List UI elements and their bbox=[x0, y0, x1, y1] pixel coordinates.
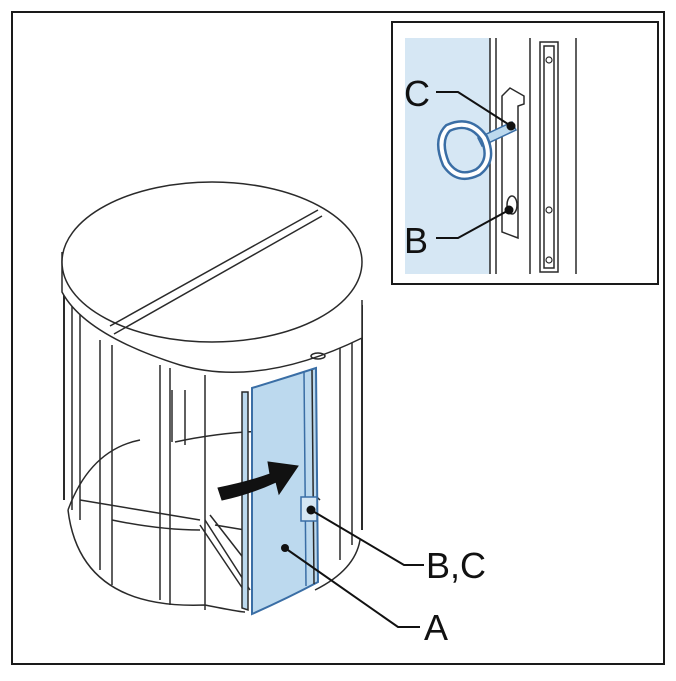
inset-callout-b-label: B bbox=[404, 220, 428, 261]
callout-bc-label: B,C bbox=[426, 545, 486, 586]
canopy-top bbox=[61, 181, 363, 343]
floor-ellipse bbox=[67, 509, 246, 613]
callout-a-label: A bbox=[424, 607, 448, 648]
revolving-door-drawing bbox=[61, 181, 363, 613]
callout-leaders-main bbox=[284, 509, 424, 628]
inset-detail: C B bbox=[391, 21, 659, 285]
outer-frame bbox=[11, 11, 665, 665]
key-icon bbox=[437, 120, 518, 181]
inset-callout-c-label: C bbox=[404, 73, 430, 114]
canopy-split bbox=[109, 209, 323, 335]
rotation-arrow-icon bbox=[217, 461, 299, 501]
